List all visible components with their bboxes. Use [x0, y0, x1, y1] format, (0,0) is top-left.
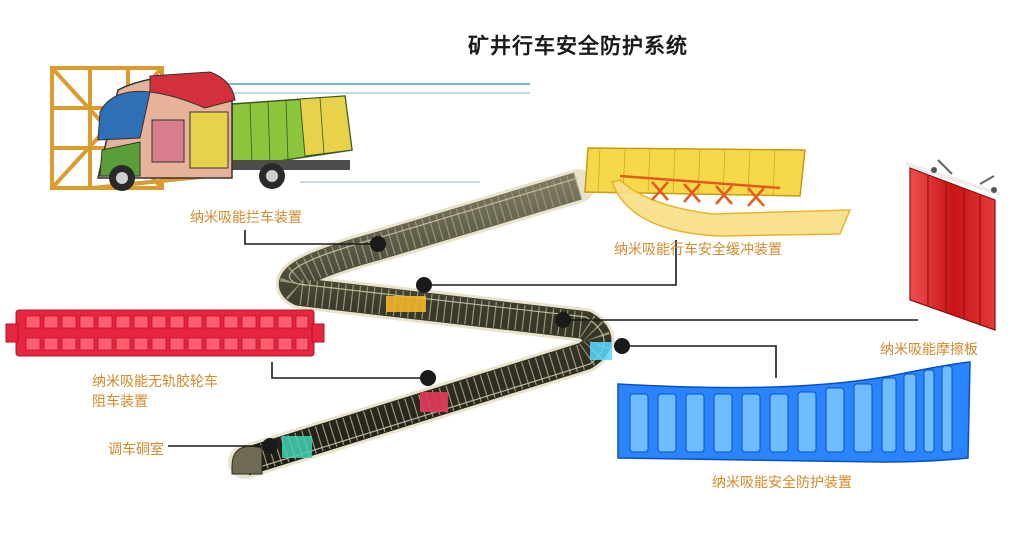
truck-barrier-dot — [370, 236, 386, 252]
leader-lines — [168, 230, 918, 447]
label-trackless-stopper-line2: 阻车装置 — [92, 394, 148, 410]
tunnel-safety-marker — [590, 342, 612, 360]
chamber-marker — [282, 436, 312, 458]
label-truck-barrier: 纳米吸能拦车装置 — [190, 210, 302, 226]
label-vehicle-buffer: 纳米吸能行车安全缓冲装置 — [614, 242, 782, 258]
safety-device-dot — [614, 338, 630, 354]
vehicle-buffer-dot — [416, 277, 432, 293]
trackless-stopper-illustration — [5, 309, 325, 357]
trackless-stopper-dot — [420, 370, 436, 386]
diagram-title: 矿井行车安全防护系统 — [468, 34, 688, 58]
safety-device-illustration — [617, 361, 971, 463]
truck-barrier-illustration — [50, 66, 530, 191]
vehicle-buffer-illustration — [584, 147, 852, 237]
label-safety-device: 纳米吸能安全防护装置 — [712, 475, 852, 491]
label-trackless-stopper-line1: 纳米吸能无轨胶轮车 — [92, 374, 218, 390]
shunting-chamber-dot — [262, 438, 278, 454]
friction-plate-illustration — [906, 159, 1000, 331]
label-shunting-chamber: 调车硐室 — [108, 442, 164, 458]
tunnel-stopper-marker — [420, 392, 448, 412]
friction-plate-dot — [555, 312, 571, 328]
leader-dots — [262, 236, 630, 454]
tunnel-buffer-marker — [386, 296, 426, 312]
label-friction-plate: 纳米吸能摩擦板 — [880, 342, 978, 358]
